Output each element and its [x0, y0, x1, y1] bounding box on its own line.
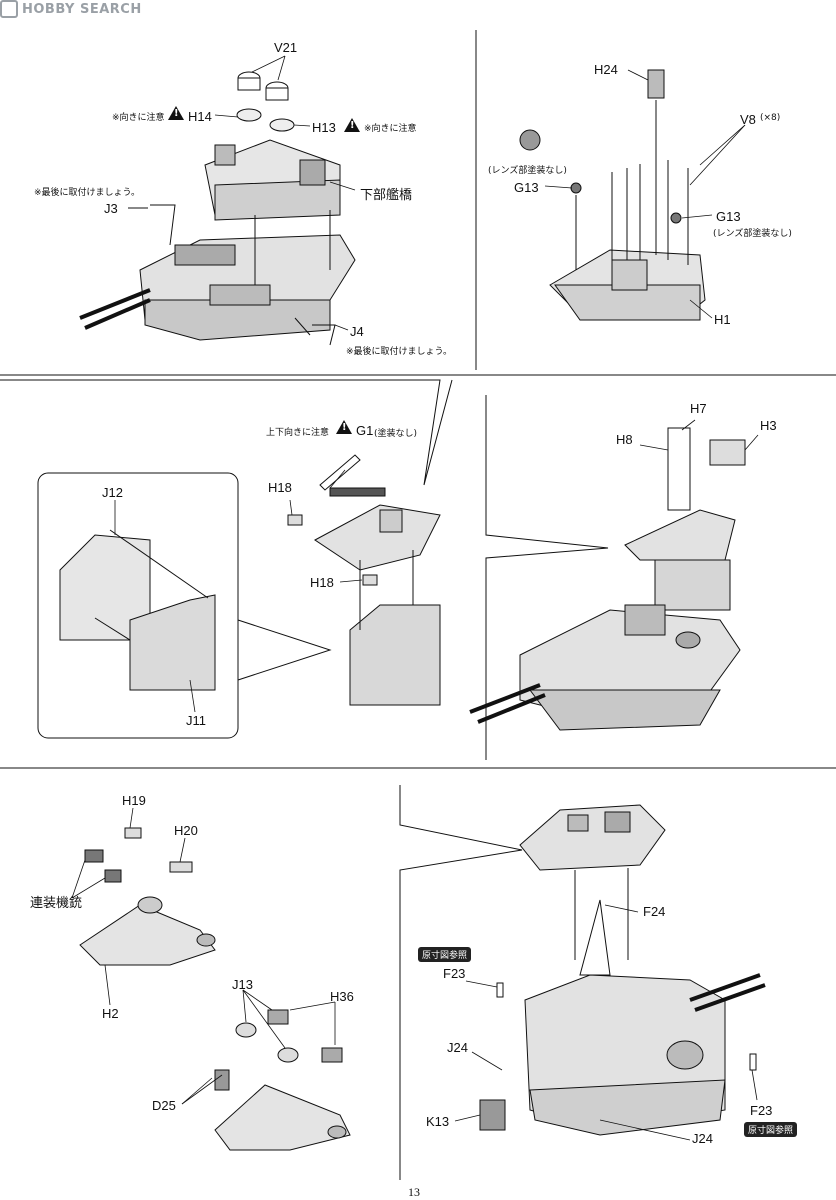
site-logo: HOBBY SEARCH: [0, 0, 170, 18]
panel4-drawing: [469, 427, 746, 731]
panel2-drawing: [519, 69, 706, 321]
label-D25: D25: [152, 1098, 176, 1113]
leader-lines: [71, 55, 759, 1141]
note-last-attach-J4: ※最後に取付けましょう。: [346, 347, 453, 357]
label-J11: J11: [186, 713, 206, 728]
label-V21: V21: [274, 40, 298, 55]
note-G1: (塗装なし): [374, 429, 418, 439]
label-H3: H3: [760, 418, 777, 433]
label-H2: H2: [102, 1006, 119, 1021]
label-H18-top: H18: [268, 480, 292, 495]
note-lens-right: (レンズ部塗装なし): [713, 229, 792, 239]
label-G13-right: G13: [716, 209, 741, 224]
label-lower-bridge: 下部艦橋: [360, 188, 413, 203]
note-updown: 上下向きに注意: [266, 428, 330, 438]
label-J24-right: J24: [692, 1131, 713, 1146]
panel1-drawing: [79, 71, 356, 346]
label-F23-right: F23: [750, 1103, 773, 1118]
label-H36: H36: [330, 989, 354, 1004]
label-G13-left: G13: [514, 180, 539, 195]
label-J24-left: J24: [447, 1040, 468, 1055]
note-lens-left: (レンズ部塗装なし): [488, 166, 567, 176]
panel3-drawing: [59, 454, 441, 706]
label-J4: J4: [350, 324, 364, 339]
label-F24: F24: [643, 904, 666, 919]
label-K13: K13: [426, 1114, 450, 1129]
label-F23-left: F23: [443, 966, 466, 981]
warning-icon: [344, 118, 360, 132]
warning-icon: [336, 420, 352, 434]
panel6-drawing: [479, 804, 766, 1136]
label-H18-bottom: H18: [310, 575, 334, 590]
note-orientation-left: ※向きに注意: [112, 113, 165, 123]
label-H20: H20: [174, 823, 198, 838]
divider-col2: [485, 395, 609, 760]
inset-box: [37, 472, 239, 739]
divider-col3: [399, 785, 523, 1180]
page-number: 13: [408, 1185, 420, 1199]
inset-callout: [237, 619, 332, 681]
warning-icon: [168, 106, 184, 120]
ref-badge-top: 原寸図参照: [418, 947, 472, 962]
label-H24: H24: [594, 62, 618, 77]
panel5-drawing: [79, 827, 351, 1151]
logo-mark-icon: [0, 0, 18, 18]
note-last-attach-J3: ※最後に取付けましょう。: [34, 188, 141, 198]
ref-badge-bottom: 原寸図参照: [744, 1122, 798, 1137]
label-H7: H7: [690, 401, 707, 416]
label-J12: J12: [102, 485, 123, 500]
label-H1: H1: [714, 312, 731, 327]
logo-text: HOBBY SEARCH: [22, 1, 142, 17]
label-machine-gun: 連装機銃: [30, 896, 83, 911]
label-V8-qty: (×8): [760, 113, 781, 123]
label-J13: J13: [232, 977, 253, 992]
label-J3: J3: [104, 201, 118, 216]
label-H19: H19: [122, 793, 146, 808]
label-H13: H13: [312, 120, 336, 135]
divider-callout-top: [0, 379, 453, 486]
label-H14: H14: [188, 109, 212, 124]
label-H8: H8: [616, 432, 633, 447]
label-V8: V8: [740, 112, 756, 127]
label-G1: G1: [356, 423, 374, 438]
note-orientation-right: ※向きに注意: [364, 124, 417, 134]
